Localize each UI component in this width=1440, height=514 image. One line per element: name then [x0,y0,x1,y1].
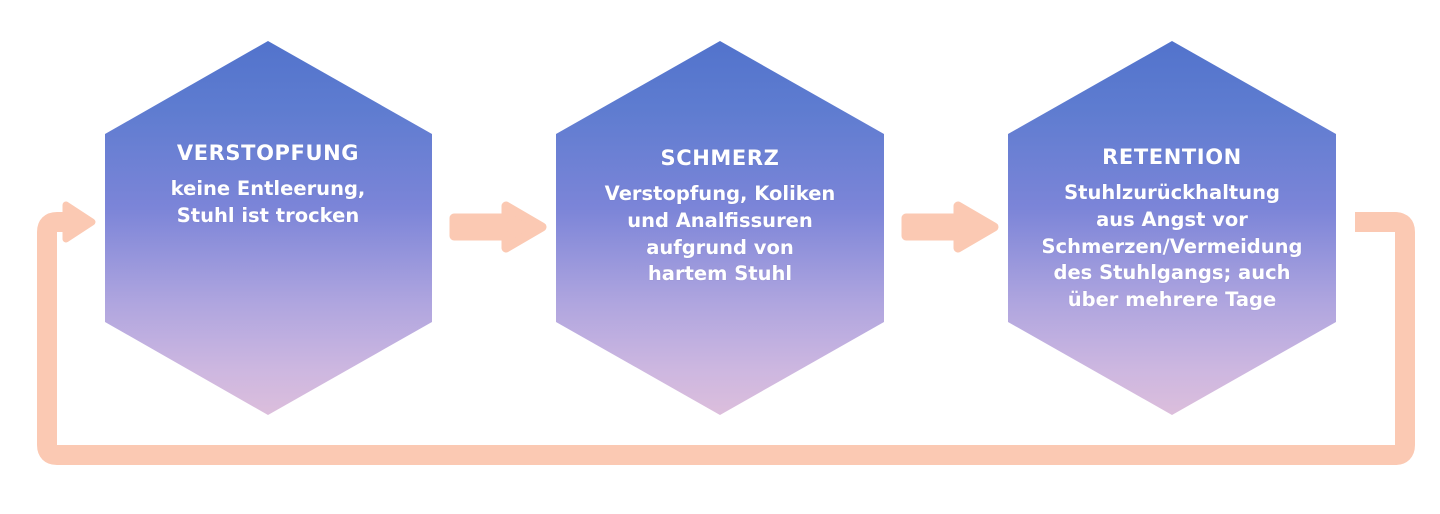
connector-schmerz-to-retention [901,201,999,253]
node-schmerz[interactable] [556,41,884,415]
node-retention[interactable] [1008,41,1336,415]
connector-retention-to-verstopfung [37,201,1415,465]
connector-verstopfung-to-schmerz [449,201,547,253]
node-verstopfung[interactable] [105,41,432,415]
